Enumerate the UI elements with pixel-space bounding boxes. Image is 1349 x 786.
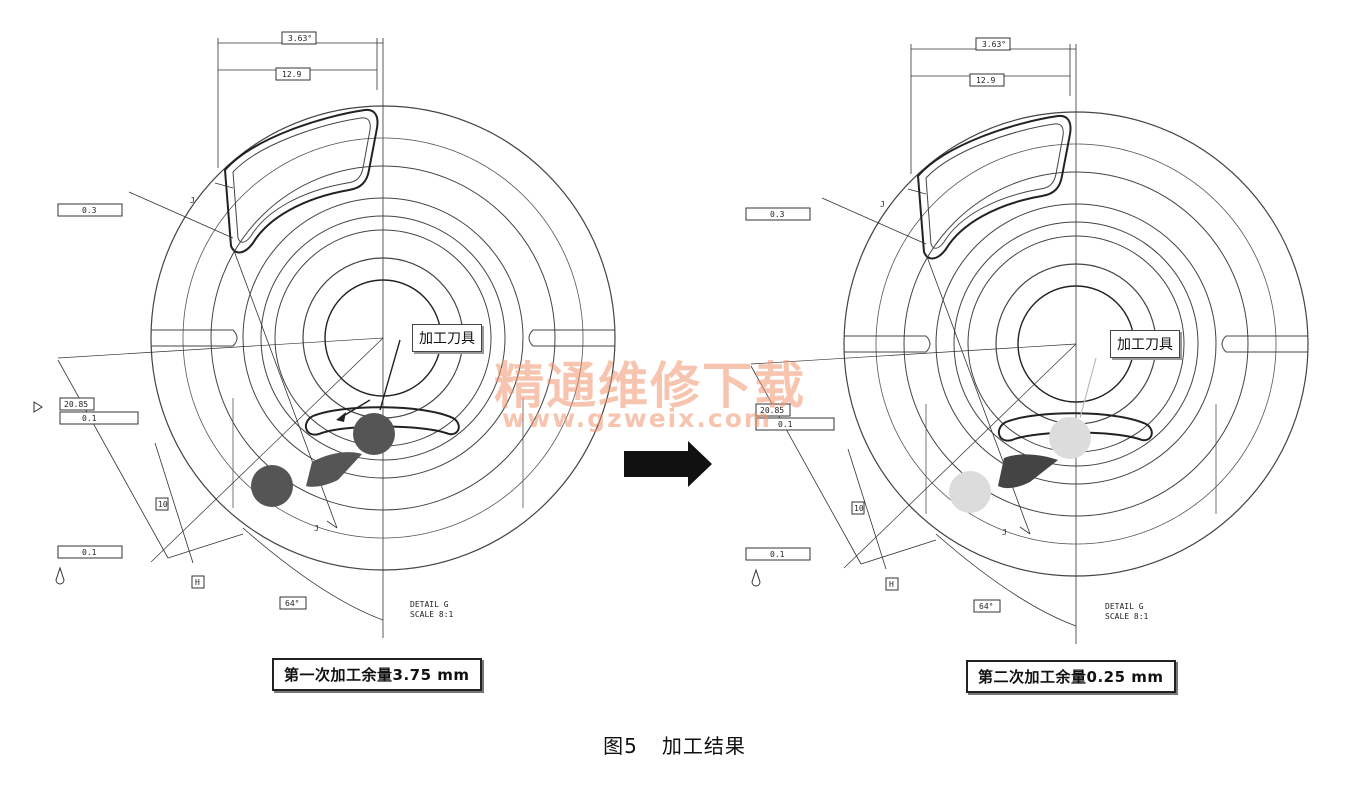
right-tool-position-2 — [949, 471, 991, 513]
left-dim-datum-c: 0.1 — [82, 548, 97, 557]
figure-number: 图5 — [603, 734, 638, 758]
left-mark-j-lower: J — [314, 524, 319, 533]
right-dim-top-outer: 3.63° — [982, 40, 1007, 49]
figure-title: 加工结果 — [661, 734, 746, 758]
right-mark-j: J — [880, 200, 885, 209]
left-dim-top-outer: 3.63° — [288, 34, 313, 43]
right-caption: 第二次加工余量0.25 mm — [966, 660, 1176, 693]
right-dim-angle: 64° — [979, 602, 994, 611]
left-caption: 第一次加工余量3.75 mm — [272, 658, 482, 691]
left-tool-position-1 — [353, 413, 395, 455]
right-tool-position-1 — [1049, 417, 1091, 459]
left-dim-datum-a: 0.3 — [82, 206, 97, 215]
left-dim-top-inner: 12.9 — [282, 70, 302, 79]
right-mark-j-lower: J — [1002, 528, 1007, 537]
right-tool-arrow — [1079, 357, 1097, 419]
right-dim-height: 10 — [854, 504, 864, 513]
left-mark-j: J — [190, 196, 195, 205]
left-dim-angle: 64° — [285, 599, 300, 608]
left-datum-markers — [33, 31, 317, 610]
right-mark-h: H — [889, 580, 894, 589]
left-tool-position-2 — [251, 465, 293, 507]
figure-caption: 图5 加工结果 — [0, 730, 1349, 759]
left-detail-title: DETAIL G — [410, 600, 449, 609]
right-dim-datum-c: 0.1 — [770, 550, 785, 559]
arrow-right-icon — [624, 441, 712, 487]
right-machined-region — [998, 454, 1058, 489]
right-dim-datum-a: 0.3 — [770, 210, 785, 219]
right-tool-label: 加工刀具 — [1110, 330, 1180, 358]
watermark-text: 精通维修下载 — [494, 357, 806, 415]
left-detail-scale: SCALE 8:1 — [410, 610, 454, 619]
right-dim-radius: 20.85 — [760, 406, 785, 415]
left-dim-height: 10 — [158, 500, 168, 509]
right-detail-scale: SCALE 8:1 — [1105, 612, 1149, 621]
left-tool-arrow — [379, 339, 401, 411]
left-tool-label: 加工刀具 — [412, 324, 482, 352]
right-part-drawing — [750, 43, 1309, 645]
left-dim-datum-b: 0.1 — [82, 414, 97, 423]
right-dim-datum-b: 0.1 — [778, 420, 793, 429]
left-part-drawing — [57, 37, 616, 639]
left-dim-radius: 20.85 — [64, 400, 89, 409]
watermark-url: www.gzweix.com — [502, 404, 772, 433]
right-detail-title: DETAIL G — [1105, 602, 1144, 611]
left-mark-h: H — [195, 578, 200, 587]
left-machined-region — [306, 452, 362, 487]
right-datum-markers — [745, 37, 1011, 613]
right-dim-top-inner: 12.9 — [976, 76, 996, 85]
